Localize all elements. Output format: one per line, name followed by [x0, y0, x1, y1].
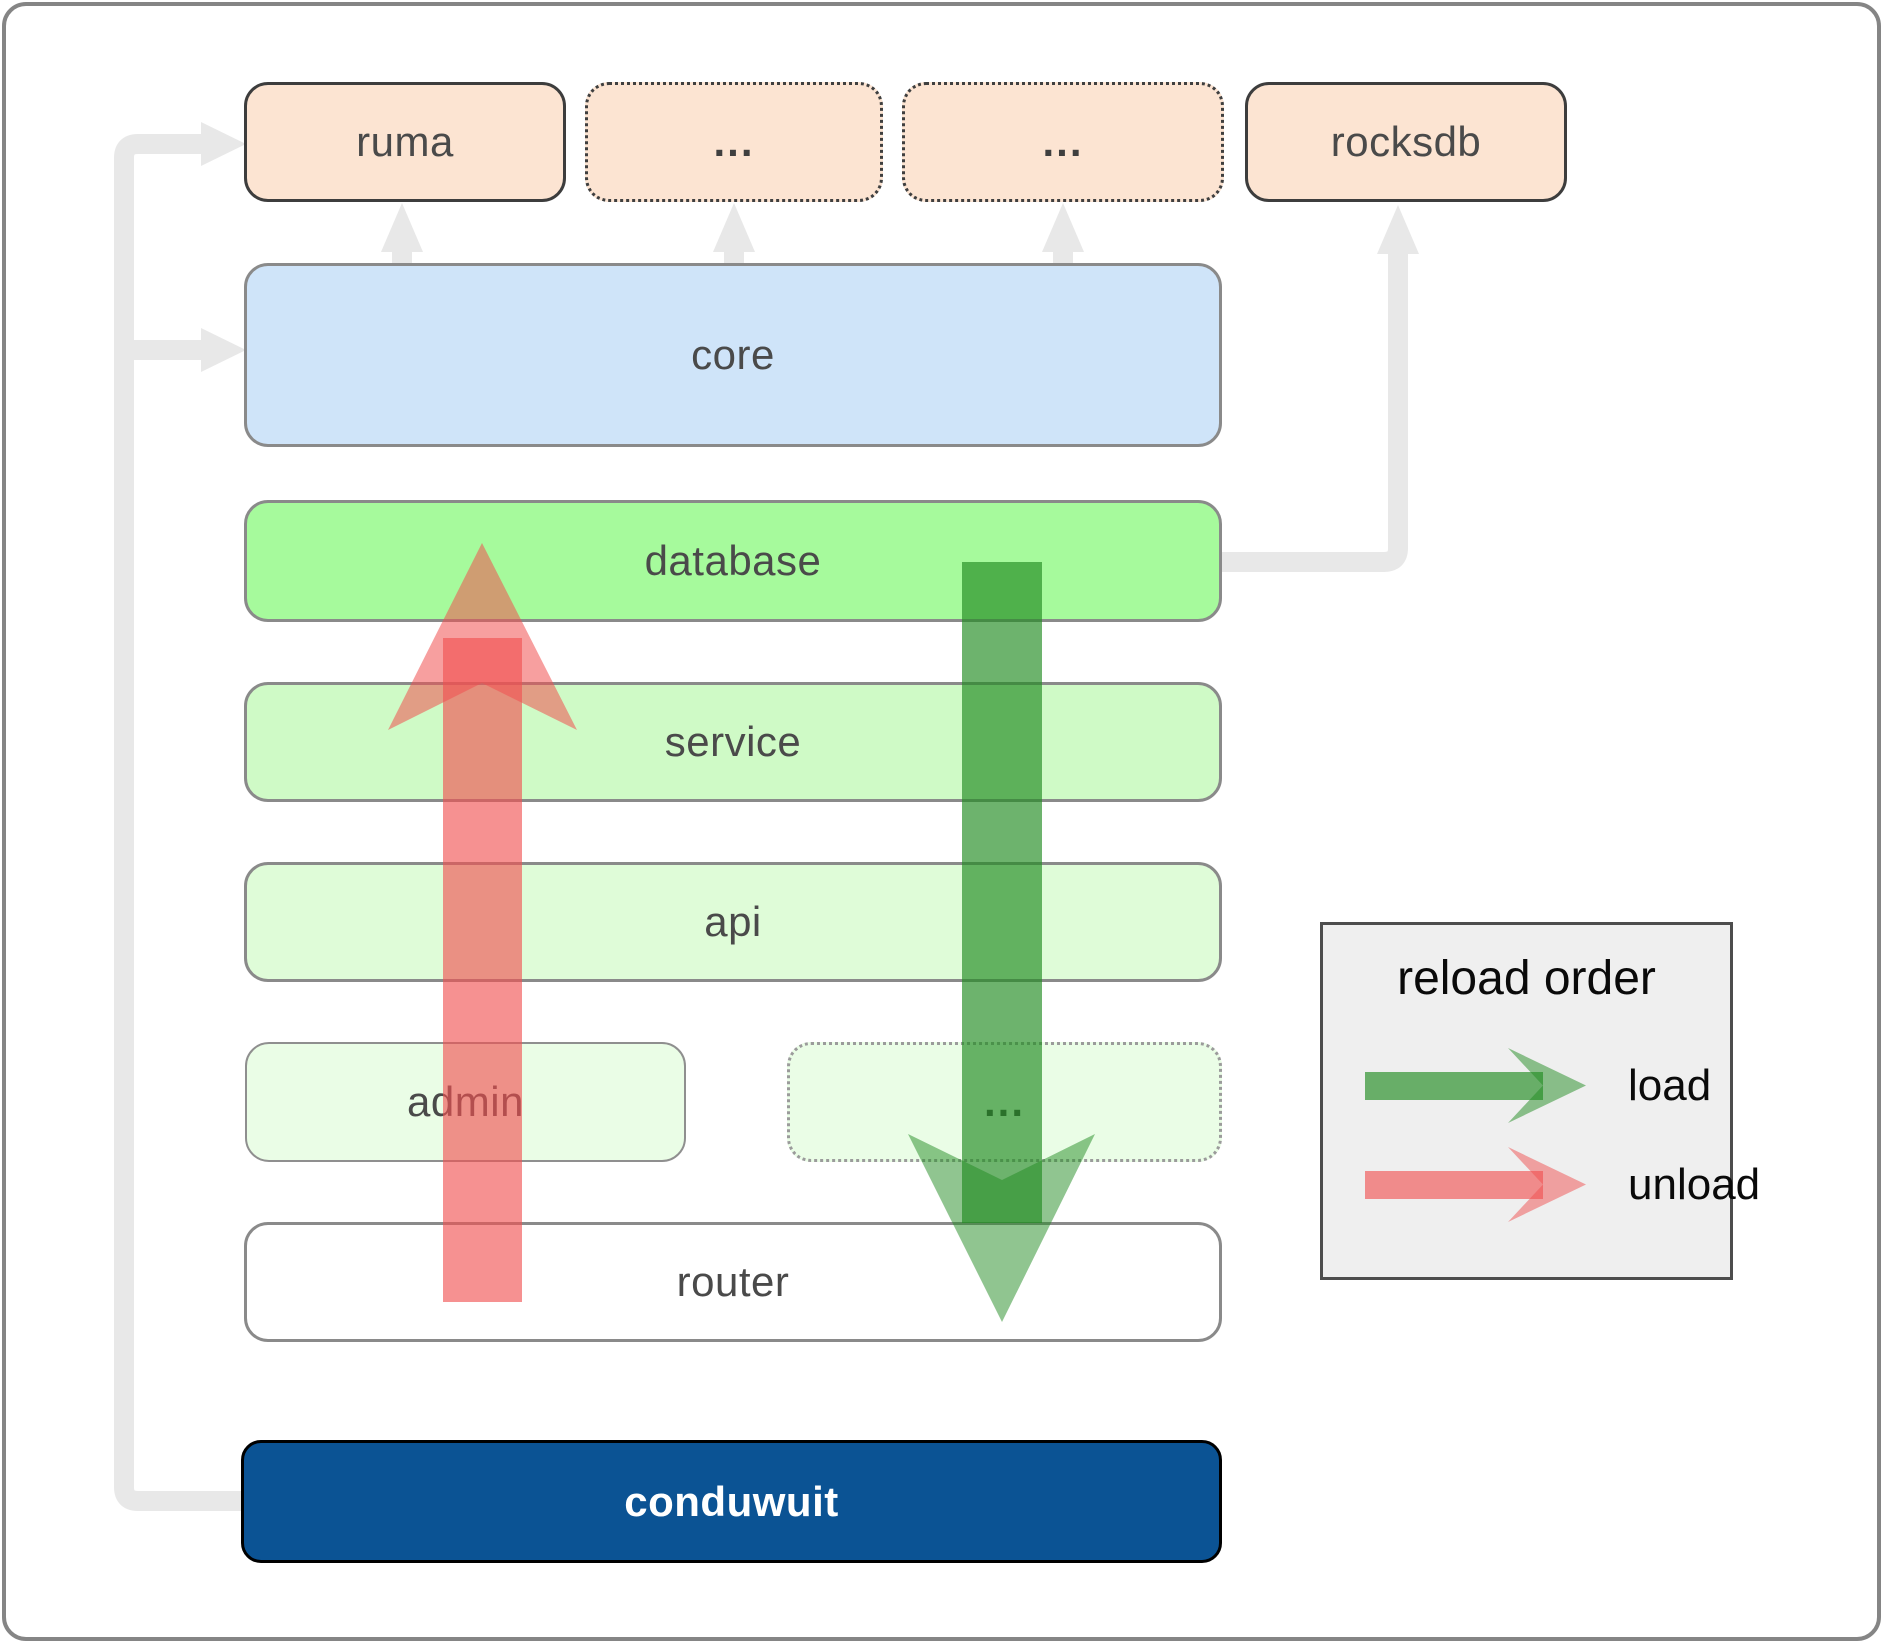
- arrowhead-into-ruma-icon: [201, 122, 246, 166]
- box-api-label: api: [704, 898, 762, 945]
- arrowhead-core-to-more2-icon: [1042, 203, 1084, 252]
- rail-conduwuit-to-ruma: [114, 134, 250, 1511]
- box-service-label: service: [664, 718, 802, 765]
- arrowhead-into-rocksdb-icon: [1377, 205, 1419, 254]
- box-service: service: [244, 682, 1222, 802]
- box-router-label: router: [676, 1258, 790, 1305]
- arrowhead-core-to-more1-icon: [713, 203, 755, 252]
- arrowhead-into-core-icon: [201, 328, 246, 372]
- box-more-admin-label: ...: [983, 1078, 1025, 1125]
- box-more-top-2-label: ...: [1042, 118, 1084, 165]
- box-more-top-1: ...: [585, 82, 883, 202]
- box-more-top-1-label: ...: [713, 118, 755, 165]
- load-arrow-icon: [1365, 1048, 1586, 1123]
- legend-title: reload order: [1397, 952, 1656, 1005]
- box-more-top-2: ...: [902, 82, 1224, 202]
- box-ruma: ruma: [244, 82, 566, 202]
- box-rocksdb: rocksdb: [1245, 82, 1567, 202]
- rail-database-to-rocksdb: [1220, 254, 1408, 572]
- box-database: database: [244, 500, 1222, 622]
- legend-load-label: load: [1628, 1060, 1712, 1110]
- box-router: router: [244, 1222, 1222, 1342]
- box-rocksdb-label: rocksdb: [1330, 118, 1482, 165]
- legend-row-load: load: [1365, 1048, 1711, 1123]
- box-admin-label: admin: [407, 1078, 524, 1125]
- box-admin: admin: [245, 1042, 686, 1162]
- box-core: core: [244, 263, 1222, 447]
- box-more-admin: ...: [787, 1042, 1222, 1162]
- box-database-label: database: [644, 537, 822, 584]
- arrowhead-core-to-ruma-icon: [381, 203, 423, 252]
- legend-unload-label: unload: [1628, 1159, 1761, 1209]
- box-core-label: core: [691, 331, 775, 378]
- box-conduwuit-label: conduwuit: [624, 1477, 839, 1525]
- box-conduwuit: conduwuit: [241, 1440, 1222, 1563]
- legend: reload order load unload: [1320, 922, 1760, 1280]
- box-ruma-label: ruma: [356, 118, 454, 165]
- box-api: api: [244, 862, 1222, 982]
- legend-row-unload: unload: [1365, 1147, 1760, 1222]
- unload-arrow-icon: [1365, 1147, 1586, 1222]
